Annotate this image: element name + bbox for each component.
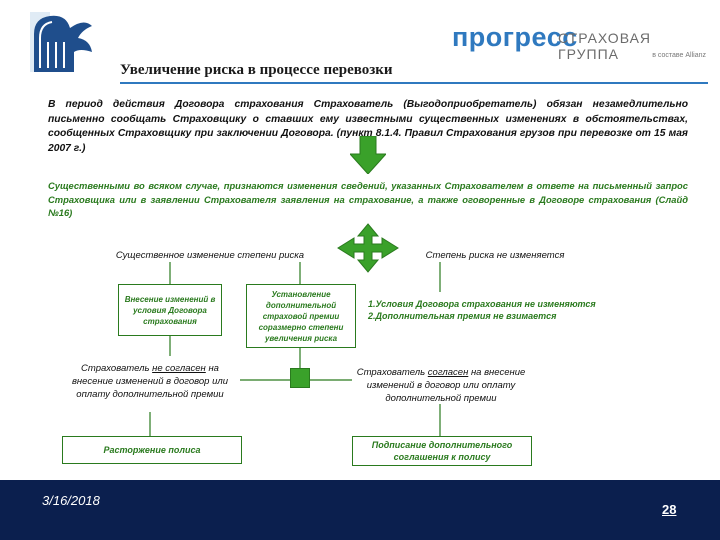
disagree-key: не согласен <box>152 363 206 374</box>
brand-allianz: в составе Allianz <box>652 52 706 59</box>
changes-box: Внесение изменений в условия Договора ст… <box>118 284 222 336</box>
agree-prefix: Страхователь <box>356 367 426 378</box>
brand-group: СТРАХОВАЯ ГРУППА <box>558 30 652 62</box>
branch-arrows-icon <box>337 223 399 273</box>
terminate-box: Расторжение полиса <box>62 436 242 464</box>
footer-bar <box>0 480 720 540</box>
disagree-prefix: Страхователь <box>81 363 150 374</box>
intro-paragraph: В период действия Договора страхования С… <box>48 99 688 155</box>
brand-logo: прогресс СТРАХОВАЯ ГРУППА в составе Alli… <box>452 22 714 62</box>
disagree-text: Страхователь не согласен на внесение изм… <box>60 362 240 401</box>
essential-changes-text: Существенными во всяком случае, признают… <box>48 180 688 219</box>
agree-suffix: на внесение изменений в договор или опла… <box>366 367 526 404</box>
no-change-item-2: 2.Дополнительная премия не взимается <box>368 311 557 321</box>
down-arrow-icon <box>350 136 386 174</box>
page-title: Увеличение риска в процессе перевозки <box>120 62 393 78</box>
terminate-text: Расторжение полиса <box>103 445 201 455</box>
premium-box: Установление дополнительной страховой пр… <box>246 284 356 348</box>
title-underline <box>120 82 708 84</box>
agree-text: Страхователь согласен на внесение измене… <box>356 366 526 405</box>
junction-square <box>290 368 310 388</box>
company-logo-icon <box>30 12 92 72</box>
footer-date: 3/16/2018 <box>42 493 100 508</box>
branch-label-left: Существенное изменение степени риска <box>115 250 305 261</box>
branch-label-right: Степень риска не изменяется <box>425 250 565 261</box>
changes-text: Внесение изменений в условия Договора ст… <box>124 294 216 326</box>
premium-text: Установление дополнительной страховой пр… <box>258 289 344 343</box>
no-change-item-1: 1.Условия Договора страхования не изменя… <box>368 299 596 309</box>
no-change-list: 1.Условия Договора страхования не изменя… <box>368 298 658 322</box>
agree-key: согласен <box>427 367 469 378</box>
addendum-box: Подписание дополнительного соглашения к … <box>352 436 532 466</box>
brand-name: прогресс <box>452 22 578 52</box>
disagree-suffix: на внесение изменений в договор или опла… <box>71 363 229 400</box>
addendum-text: Подписание дополнительного соглашения к … <box>371 440 513 462</box>
page-number: 28 <box>662 502 677 517</box>
